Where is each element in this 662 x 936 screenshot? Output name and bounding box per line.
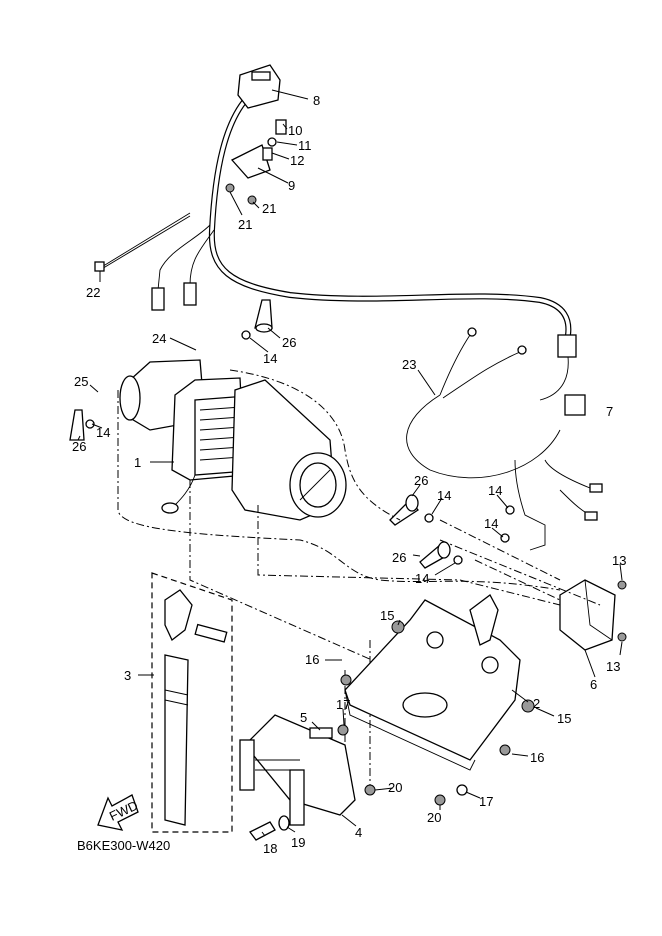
callout: 14	[437, 488, 451, 503]
cable-tie	[99, 212, 191, 271]
callout: 14	[96, 425, 110, 440]
callout: 16	[530, 750, 544, 765]
callout: 4	[355, 825, 362, 840]
callout: 14	[488, 483, 502, 498]
callout-labels: 8 10 11 12 9 21 21 22 24 26 14 23 7 25 1…	[72, 93, 626, 856]
relay-assembly	[559, 579, 627, 651]
callout: 23	[402, 357, 416, 372]
callout: 15	[380, 608, 394, 623]
callout: 20	[427, 810, 441, 825]
callout: 7	[606, 404, 613, 419]
callout: 26	[392, 550, 406, 565]
drawing-code: B6KE300-W420	[77, 838, 170, 853]
wire-harness	[151, 92, 577, 401]
callout: 5	[300, 710, 307, 725]
cable-tie-head	[94, 261, 105, 272]
callout: 14	[263, 351, 277, 366]
callout: 16	[305, 652, 319, 667]
callout: 6	[590, 677, 597, 692]
hook-strap-kit	[151, 572, 233, 833]
callout: 11	[298, 138, 312, 153]
callout: 17	[479, 794, 493, 809]
callout: 18	[263, 841, 277, 856]
callout: 22	[86, 285, 100, 300]
winch	[119, 359, 347, 521]
callout: 25	[74, 374, 88, 389]
callout: 19	[291, 835, 305, 850]
callout: 1	[134, 455, 141, 470]
callout: 8	[313, 93, 320, 108]
callout: 13	[606, 659, 620, 674]
roller-fairlead	[239, 674, 511, 841]
connector	[564, 394, 586, 416]
handlebar-switch	[237, 64, 281, 109]
callout: 15	[557, 711, 571, 726]
callout: 21	[238, 217, 252, 232]
callout: 17	[336, 697, 350, 712]
callout: 26	[282, 335, 296, 350]
callout: 13	[612, 553, 626, 568]
fwd-arrow: FWD	[97, 794, 140, 831]
switch-bracket	[225, 119, 287, 205]
callout: 24	[152, 331, 166, 346]
callout: 26	[72, 439, 86, 454]
winch-cable-leads	[406, 327, 603, 551]
callout: 20	[388, 780, 402, 795]
mounting-plate	[344, 594, 535, 771]
callout: 3	[124, 668, 131, 683]
callout: 2	[533, 696, 540, 711]
callout: 14	[484, 516, 498, 531]
callout: 10	[288, 123, 302, 138]
callout: 12	[290, 153, 304, 168]
callout: 14	[415, 571, 429, 586]
callout: 9	[288, 178, 295, 193]
callout: 26	[414, 473, 428, 488]
callout-leaders	[77, 89, 623, 837]
callout: 21	[262, 201, 276, 216]
